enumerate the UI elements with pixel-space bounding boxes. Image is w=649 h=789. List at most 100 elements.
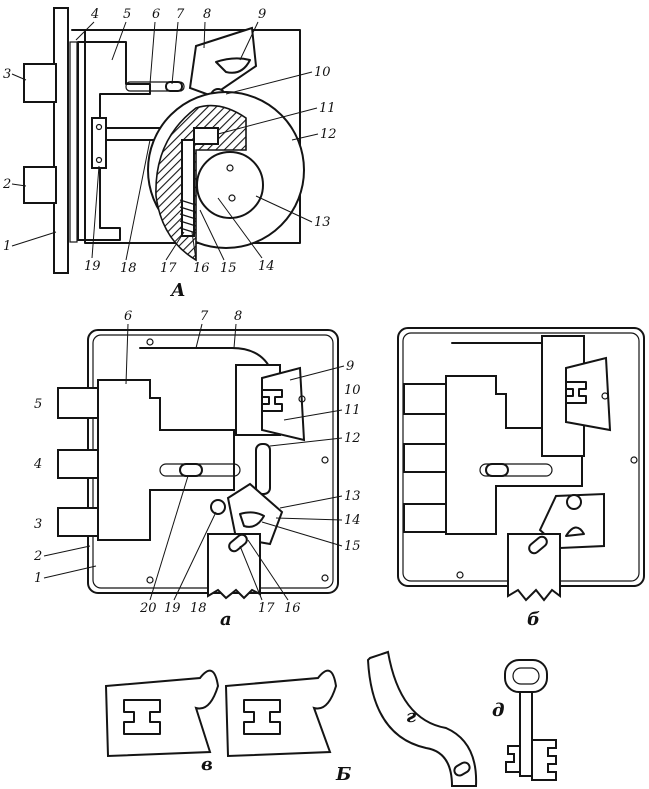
lever-key-window-b: [565, 381, 587, 404]
slot-pin-b: [485, 463, 509, 477]
label-a-8: 8: [234, 309, 242, 324]
lever-window: [215, 57, 251, 74]
label-a-19: 19: [164, 601, 181, 616]
lever: [188, 26, 258, 98]
bolt-upper: [23, 63, 57, 103]
cam-plate: [226, 482, 284, 546]
key-shank: [519, 691, 533, 777]
key-bit-b: [528, 535, 548, 555]
panel-a-labels: 3 2 1 4 5 6 7 8 9 10 11 12 13 1: [2, 7, 337, 276]
small-wheel: [196, 151, 264, 219]
carrier-slot-b: [479, 463, 553, 477]
spring-coil: [179, 199, 197, 234]
face-plate: [53, 7, 69, 274]
caption-v: в: [201, 754, 213, 775]
label-1: 1: [3, 239, 11, 254]
label-15: 15: [220, 261, 237, 276]
label-4: 4: [90, 7, 99, 22]
bolt-3: [57, 507, 105, 537]
label-8: 8: [203, 7, 211, 22]
label-a-5: 5: [34, 397, 42, 412]
label-a-10: 10: [344, 383, 361, 398]
label-a-12: 12: [344, 431, 361, 446]
cutaway-section: [155, 104, 247, 262]
bolt-lower: [23, 166, 57, 204]
label-14: 14: [258, 259, 275, 274]
label-10: 10: [314, 65, 331, 80]
label-a-18: 18: [190, 601, 207, 616]
caption-a: а: [220, 609, 232, 630]
slot-pin-20: [179, 463, 203, 477]
label-3: 3: [3, 67, 11, 82]
cam-pivot: [210, 499, 226, 515]
label-a-9: 9: [346, 359, 354, 374]
panel-a-lock-view: 3 2 1 4 5 6 7 8 9 10 11 12 13 1: [2, 7, 337, 301]
panel-b-lock-interior: б: [397, 327, 645, 630]
bottom-details: в г д Б: [104, 650, 557, 787]
key-bit: [228, 533, 248, 553]
rod-bracket: [91, 117, 107, 169]
s-bar-slot: [453, 761, 471, 777]
lever-detail-1-window: [123, 699, 161, 735]
label-11: 11: [319, 101, 336, 116]
bolt-carrier-6: [97, 379, 235, 541]
lock-body: [71, 29, 301, 244]
label-2: 2: [2, 177, 11, 192]
label-a-1: 1: [34, 571, 42, 586]
bolt-b-1: [403, 383, 451, 415]
label-12: 12: [320, 127, 337, 142]
s-bar-detail: [366, 650, 478, 787]
key-bow: [504, 659, 548, 693]
label-a-14: 14: [344, 513, 361, 528]
caption-B: Б: [335, 764, 351, 785]
label-a-6: 6: [124, 309, 132, 324]
label-17: 17: [160, 261, 177, 276]
slot-pin: [165, 81, 183, 92]
label-a-3: 3: [34, 517, 42, 532]
caption-A: А: [169, 280, 186, 301]
label-19: 19: [84, 259, 101, 274]
panel-a-lock-interior: 6 7 8 9 10 11 12 13 14 15 5 4 3 2 1: [33, 309, 361, 630]
caption-b: б: [527, 609, 540, 630]
key-section: [207, 533, 261, 600]
bolt-b-2: [403, 443, 451, 473]
carrier-slot: [125, 81, 185, 92]
cam-pivot-b: [566, 494, 582, 510]
spring-housing: [181, 139, 195, 237]
label-a-11: 11: [344, 403, 361, 418]
label-a-7: 7: [200, 309, 209, 324]
label-a-20: 20: [139, 601, 157, 616]
label-16: 16: [193, 261, 210, 276]
bolt-carrier: [77, 41, 151, 241]
lever-detail-1: [104, 669, 220, 758]
lever-key-window: [261, 389, 283, 412]
carrier-slot-20: [159, 463, 241, 477]
panel-a-interior-labels: 6 7 8 9 10 11 12 13 14 15 5 4 3 2 1: [33, 309, 361, 616]
caption-g: г: [406, 706, 416, 727]
key-section-b: [507, 533, 561, 602]
lever-detail-2-window: [243, 699, 281, 735]
cam-window: [239, 511, 265, 528]
label-a-2: 2: [33, 549, 42, 564]
label-9: 9: [258, 7, 266, 22]
label-a-15: 15: [344, 539, 361, 554]
label-18: 18: [120, 261, 137, 276]
label-13: 13: [314, 215, 331, 230]
cam-window-b: [565, 526, 585, 537]
key-bit-left: [505, 745, 521, 773]
caption-d: д: [492, 700, 505, 721]
bolt-b-3: [403, 503, 451, 533]
label-a-17: 17: [258, 601, 275, 616]
stop-pin: [255, 443, 271, 495]
label-7: 7: [176, 7, 185, 22]
lever-detail-2: [224, 669, 338, 758]
label-a-13: 13: [344, 489, 361, 504]
bolt-4: [57, 449, 105, 479]
label-6: 6: [152, 7, 160, 22]
latch-pin: [193, 127, 219, 145]
label-a-4: 4: [33, 457, 42, 472]
label-5: 5: [123, 7, 131, 22]
key-bit-right: [531, 739, 557, 781]
label-a-16: 16: [284, 601, 301, 616]
